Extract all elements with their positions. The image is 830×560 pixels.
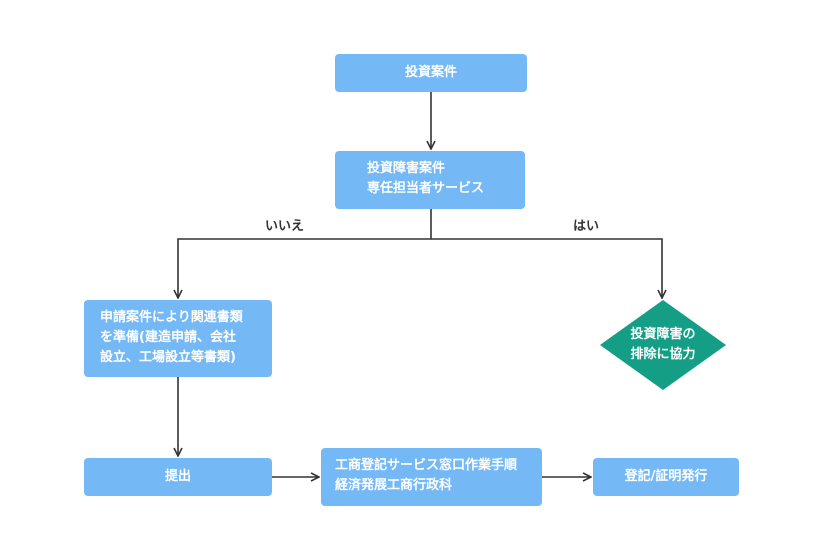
node-issue-certificate-label: 登記/証明発行 xyxy=(624,469,708,484)
edge-label-yes: はい xyxy=(573,219,600,234)
node-submit: 提出 xyxy=(84,458,272,496)
node-obstacle-removal-line-2: 排除に協力 xyxy=(630,347,696,362)
edge-label-no: いいえ xyxy=(265,219,305,234)
node-submit-label: 提出 xyxy=(164,469,191,484)
node-obstacle-service: 投資障害案件 専任担当者サービス xyxy=(335,151,525,209)
decision-diamond xyxy=(600,300,726,390)
node-obstacle-removal: 投資障害の 排除に協力 xyxy=(600,300,726,390)
node-obstacle-service-line-1: 投資障害案件 xyxy=(367,161,446,176)
connector-yes-branch xyxy=(431,238,662,298)
node-prepare-documents: 申請案件により関連書類 を準備(建造申請、会社 設立、工場設立等書類) xyxy=(84,300,272,377)
node-prepare-documents-line-1: 申請案件により関連書類 xyxy=(100,310,243,325)
node-registration-window-line-2: 経済発展工商行政科 xyxy=(335,478,453,493)
node-prepare-documents-line-2: を準備(建造申請、会社 xyxy=(100,330,236,345)
connector-no-branch xyxy=(178,238,431,298)
node-investment-case: 投資案件 xyxy=(335,54,527,92)
node-investment-case-label: 投資案件 xyxy=(404,65,457,80)
node-registration-window-line-1: 工商登記サービス窓口作業手順 xyxy=(335,458,518,473)
node-obstacle-service-line-2: 専任担当者サービス xyxy=(367,181,485,196)
node-issue-certificate: 登記/証明発行 xyxy=(593,458,739,496)
node-registration-window: 工商登記サービス窓口作業手順 経済発展工商行政科 xyxy=(321,448,542,506)
node-prepare-documents-line-3: 設立、工場設立等書類) xyxy=(100,350,236,365)
node-obstacle-removal-line-1: 投資障害の xyxy=(630,327,696,342)
